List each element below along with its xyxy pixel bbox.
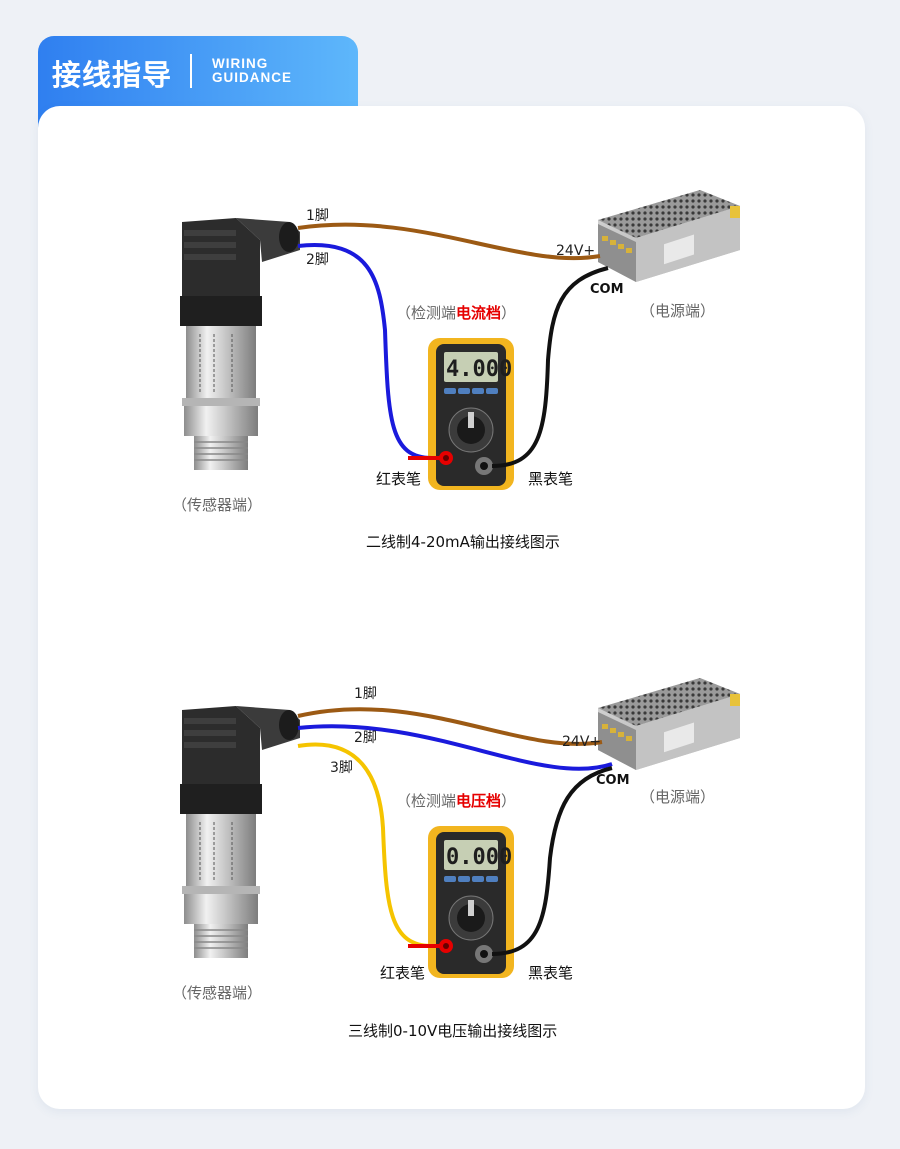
pin1-label: 1脚 xyxy=(306,208,329,224)
detect-prefix: （检测端 xyxy=(396,304,456,322)
detect-mode: 电流档 xyxy=(456,304,501,322)
diagram-caption: 二线制4-20mA输出接线图示 xyxy=(366,533,560,551)
power-supply-image xyxy=(598,190,740,282)
sensor-end-label: （传感器端） xyxy=(172,984,262,1002)
diagram-two-wire: 4.000 1脚 2脚 24V+ COM （电源端） （检测端电流档） 红表笔 … xyxy=(172,190,740,551)
supply-pos-label: 24V+ xyxy=(562,734,601,750)
wire-brown xyxy=(297,707,603,746)
black-probe-label: 黑表笔 xyxy=(528,470,573,488)
header-title: 接线指导 xyxy=(52,58,173,92)
header-subtitle-line1: WIRING xyxy=(212,56,269,71)
detect-label: （检测端电压档） xyxy=(396,792,516,810)
red-probe-label: 红表笔 xyxy=(380,964,425,982)
supply-com-label: COM xyxy=(596,773,630,788)
supply-pos-label: 24V+ xyxy=(556,243,595,259)
sensor-end-label: （传感器端） xyxy=(172,496,262,514)
detect-suffix: ） xyxy=(501,792,516,810)
header-subtitle: WIRING GUIDANCE xyxy=(212,57,292,85)
detect-suffix: ） xyxy=(501,304,516,322)
detect-prefix: （检测端 xyxy=(396,792,456,810)
pin2-label: 2脚 xyxy=(354,730,377,746)
sensor-image xyxy=(179,217,301,471)
diagram-three-wire: 0.000 1脚 2脚 3脚 24V+ COM （电源端） （检测端电压档） 红… xyxy=(172,678,740,1040)
red-probe-label: 红表笔 xyxy=(376,470,421,488)
diagram-caption: 三线制0-10V电压输出接线图示 xyxy=(348,1022,557,1040)
meter-reading: 4.000 xyxy=(446,357,512,382)
power-end-label: （电源端） xyxy=(640,788,715,806)
header-subtitle-line2: GUIDANCE xyxy=(212,70,293,85)
detect-mode: 电压档 xyxy=(456,792,501,810)
power-supply-image xyxy=(598,678,740,770)
sensor-image xyxy=(179,705,301,959)
wire-yellow xyxy=(297,742,433,948)
wire-blue xyxy=(297,724,613,771)
meter-reading: 0.000 xyxy=(446,845,512,870)
black-probe-label: 黑表笔 xyxy=(528,964,573,982)
supply-com-label: COM xyxy=(590,282,624,297)
power-end-label: （电源端） xyxy=(640,302,715,320)
pin2-label: 2脚 xyxy=(306,252,329,268)
pin3-label: 3脚 xyxy=(330,760,353,776)
wire-black xyxy=(491,766,613,956)
wire-brown xyxy=(297,222,601,261)
wire-black xyxy=(491,266,609,468)
wire-blue xyxy=(297,243,433,460)
detect-label: （检测端电流档） xyxy=(396,304,516,322)
header-divider xyxy=(190,54,192,88)
pin1-label: 1脚 xyxy=(354,686,377,702)
